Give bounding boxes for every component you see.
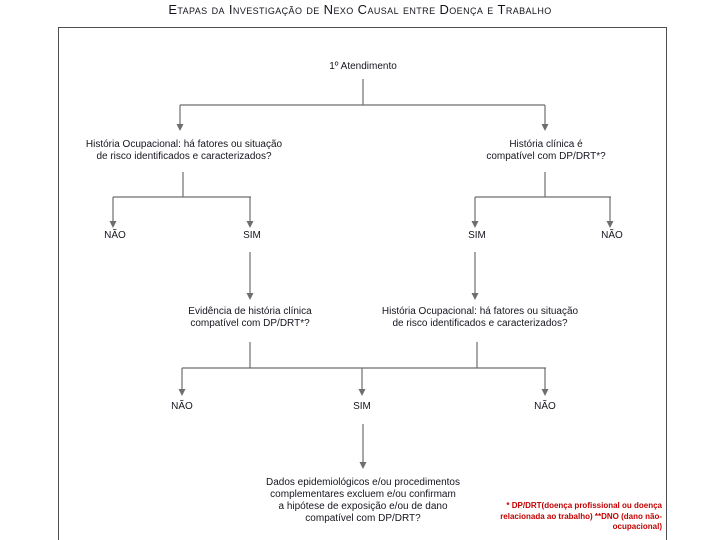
branch-label-no-3: NÃO [171, 401, 193, 412]
footnote-dp-drt: * DP/DRT(doença profissional ou doença r… [500, 501, 662, 531]
branch-label-no-4: NÃO [534, 401, 556, 412]
diagram-frame [58, 27, 667, 540]
node-first-visit: 1º Atendimento [329, 61, 397, 72]
branch-label-yes-1: SIM [243, 230, 261, 241]
node-epidemiological-data: Dados epidemiológicos e/ou procedimentos… [265, 477, 460, 524]
node-clinical-evidence: Evidência de história clínica compatível… [188, 306, 312, 329]
branch-label-yes-2: SIM [468, 230, 486, 241]
branch-label-no-2: NÃO [601, 230, 623, 241]
node-occupational-history-2: História Ocupacional: há fatores ou situ… [381, 306, 579, 329]
branch-label-no-1: NÃO [104, 230, 126, 241]
node-clinical-history: História clínica é compatível com DP/DRT… [486, 139, 606, 162]
branch-label-yes-3: SIM [353, 401, 371, 412]
node-occupational-history-1: História Ocupacional: há fatores ou situ… [85, 139, 283, 162]
page-title: Etapas da Investigação de Nexo Causal en… [168, 2, 552, 17]
